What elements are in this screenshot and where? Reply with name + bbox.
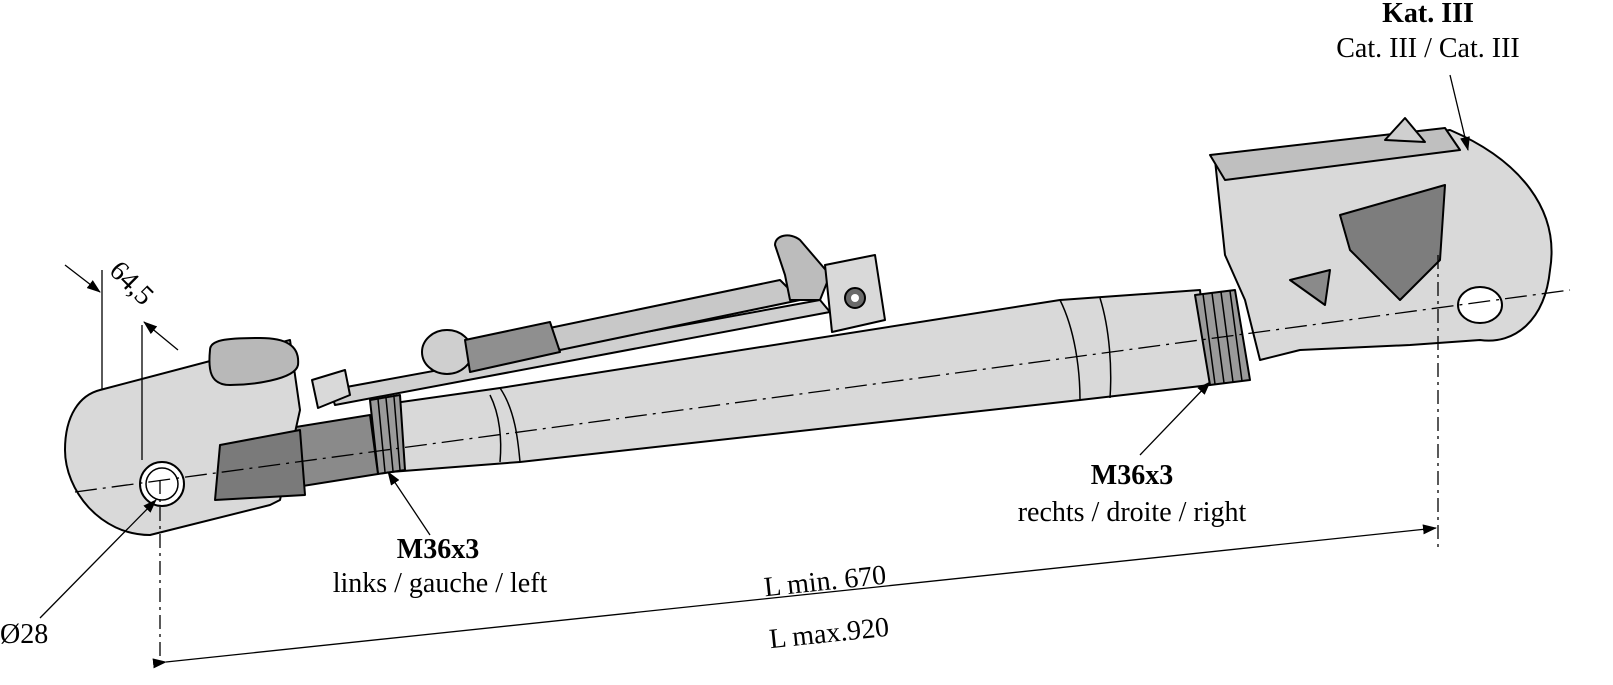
pin-diameter-label: Ø28 [0,619,48,650]
lever-handle [311,234,886,409]
left-eye-end [64,337,306,536]
length-max-label: L max.920 [768,612,891,655]
center-line [74,289,1571,493]
width-dimension: 64,5 [103,255,160,312]
dimension-lines [39,74,1470,669]
length-min-label: L min. 670 [763,560,888,604]
right-thread-size: M36x3 [1091,460,1173,491]
left-thread-size: M36x3 [397,534,479,565]
category-translations: Cat. III / Cat. III [1336,33,1520,64]
category-label: Kat. III [1382,0,1474,29]
hook-end [1209,117,1553,361]
right-thread-direction: rechts / droite / right [1018,497,1247,528]
left-thread-direction: links / gauche / left [333,568,548,599]
